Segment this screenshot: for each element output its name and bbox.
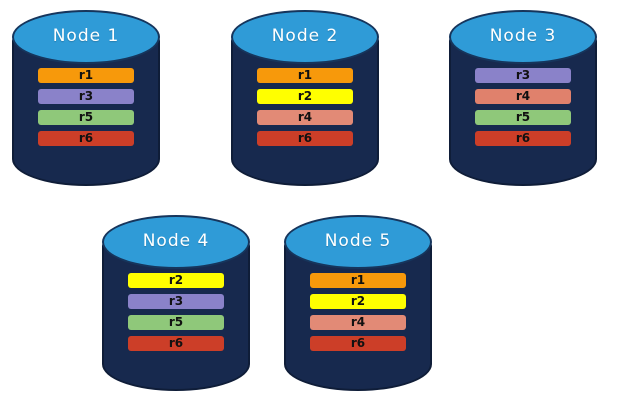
replica-list: r1 r2 r4 r6 xyxy=(257,68,353,146)
node-cylinder[interactable]: Node 1 r1 r3 r5 r6 xyxy=(12,10,160,186)
node-cylinder[interactable]: Node 3 r3 r4 r5 r6 xyxy=(449,10,597,186)
replica-list: r1 r3 r5 r6 xyxy=(38,68,134,146)
replica-bar[interactable]: r6 xyxy=(257,131,353,146)
replica-list: r1 r2 r4 r6 xyxy=(310,273,406,351)
replica-bar[interactable]: r5 xyxy=(38,110,134,125)
replica-bar[interactable]: r1 xyxy=(310,273,406,288)
node-cylinder[interactable]: Node 4 r2 r3 r5 r6 xyxy=(102,215,250,391)
replica-bar[interactable]: r1 xyxy=(257,68,353,83)
replica-bar[interactable]: r2 xyxy=(257,89,353,104)
replica-bar[interactable]: r6 xyxy=(128,336,224,351)
node-label: Node 4 xyxy=(142,231,210,251)
cylinder-top-ellipse xyxy=(231,10,379,64)
replica-bar[interactable]: r5 xyxy=(475,110,571,125)
cylinder-top-ellipse xyxy=(12,10,160,64)
replica-bar[interactable]: r4 xyxy=(310,315,406,330)
replica-bar[interactable]: r2 xyxy=(310,294,406,309)
replica-list: r2 r3 r5 r6 xyxy=(128,273,224,351)
cylinder-top-ellipse xyxy=(284,215,432,269)
replica-bar[interactable]: r3 xyxy=(128,294,224,309)
node-label: Node 3 xyxy=(489,26,557,46)
node-cylinder[interactable]: Node 2 r1 r2 r4 r6 xyxy=(231,10,379,186)
replica-bar[interactable]: r3 xyxy=(475,68,571,83)
replica-bar[interactable]: r4 xyxy=(475,89,571,104)
replica-bar[interactable]: r1 xyxy=(38,68,134,83)
replica-bar[interactable]: r6 xyxy=(38,131,134,146)
node-label: Node 5 xyxy=(324,231,392,251)
cylinder-top-ellipse xyxy=(102,215,250,269)
cylinder-top-ellipse xyxy=(449,10,597,64)
replica-bar[interactable]: r4 xyxy=(257,110,353,125)
replica-list: r3 r4 r5 r6 xyxy=(475,68,571,146)
replica-bar[interactable]: r6 xyxy=(475,131,571,146)
replica-bar[interactable]: r5 xyxy=(128,315,224,330)
replica-bar[interactable]: r3 xyxy=(38,89,134,104)
replica-bar[interactable]: r2 xyxy=(128,273,224,288)
node-label: Node 2 xyxy=(271,26,339,46)
node-label: Node 1 xyxy=(52,26,120,46)
node-cylinder[interactable]: Node 5 r1 r2 r4 r6 xyxy=(284,215,432,391)
replica-bar[interactable]: r6 xyxy=(310,336,406,351)
